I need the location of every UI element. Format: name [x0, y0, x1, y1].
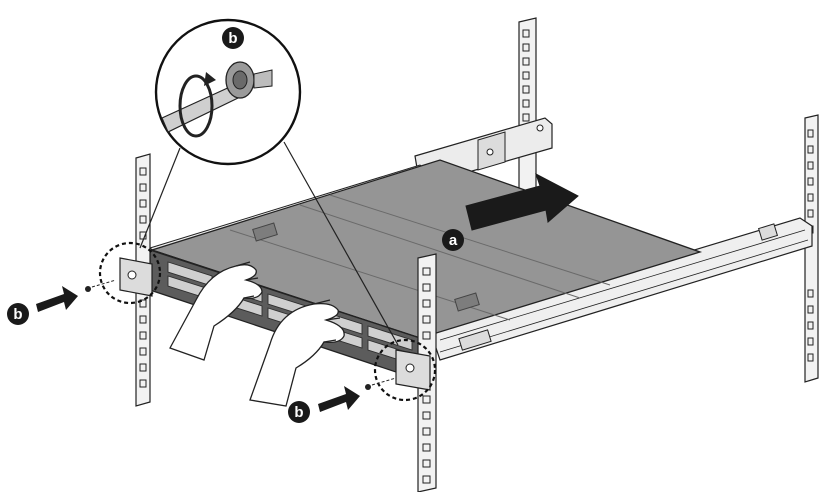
right-slide-rail: [429, 217, 813, 361]
rear-right-rack-post: [804, 114, 819, 383]
hands-illustration: [169, 261, 345, 407]
callout-badge-b-inset: b: [222, 27, 244, 49]
front-right-rack-post: [395, 253, 437, 492]
callout-label-b-left: b: [13, 306, 22, 323]
left-screw-arrow-icon: [36, 286, 78, 312]
callout-label-b-inset: b: [228, 30, 237, 47]
callout-badge-b-left: b: [7, 303, 29, 325]
push-arrow-icon: [465, 172, 579, 231]
front-left-rack-post: [119, 153, 153, 407]
left-ear-highlight: [98, 241, 162, 305]
callout-label-a: a: [449, 232, 458, 249]
callout-badge-b-right: b: [288, 401, 310, 423]
right-screw-arrow-icon: [318, 386, 360, 412]
rotate-arrow-icon: [178, 72, 216, 138]
zoom-inset: [139, 18, 399, 346]
screw-icon: [225, 61, 273, 99]
rear-left-rack-post: [518, 17, 537, 195]
callout-badge-a: a: [442, 229, 464, 251]
callout-label-b-right: b: [294, 404, 303, 421]
right-ear-highlight: [373, 338, 437, 402]
